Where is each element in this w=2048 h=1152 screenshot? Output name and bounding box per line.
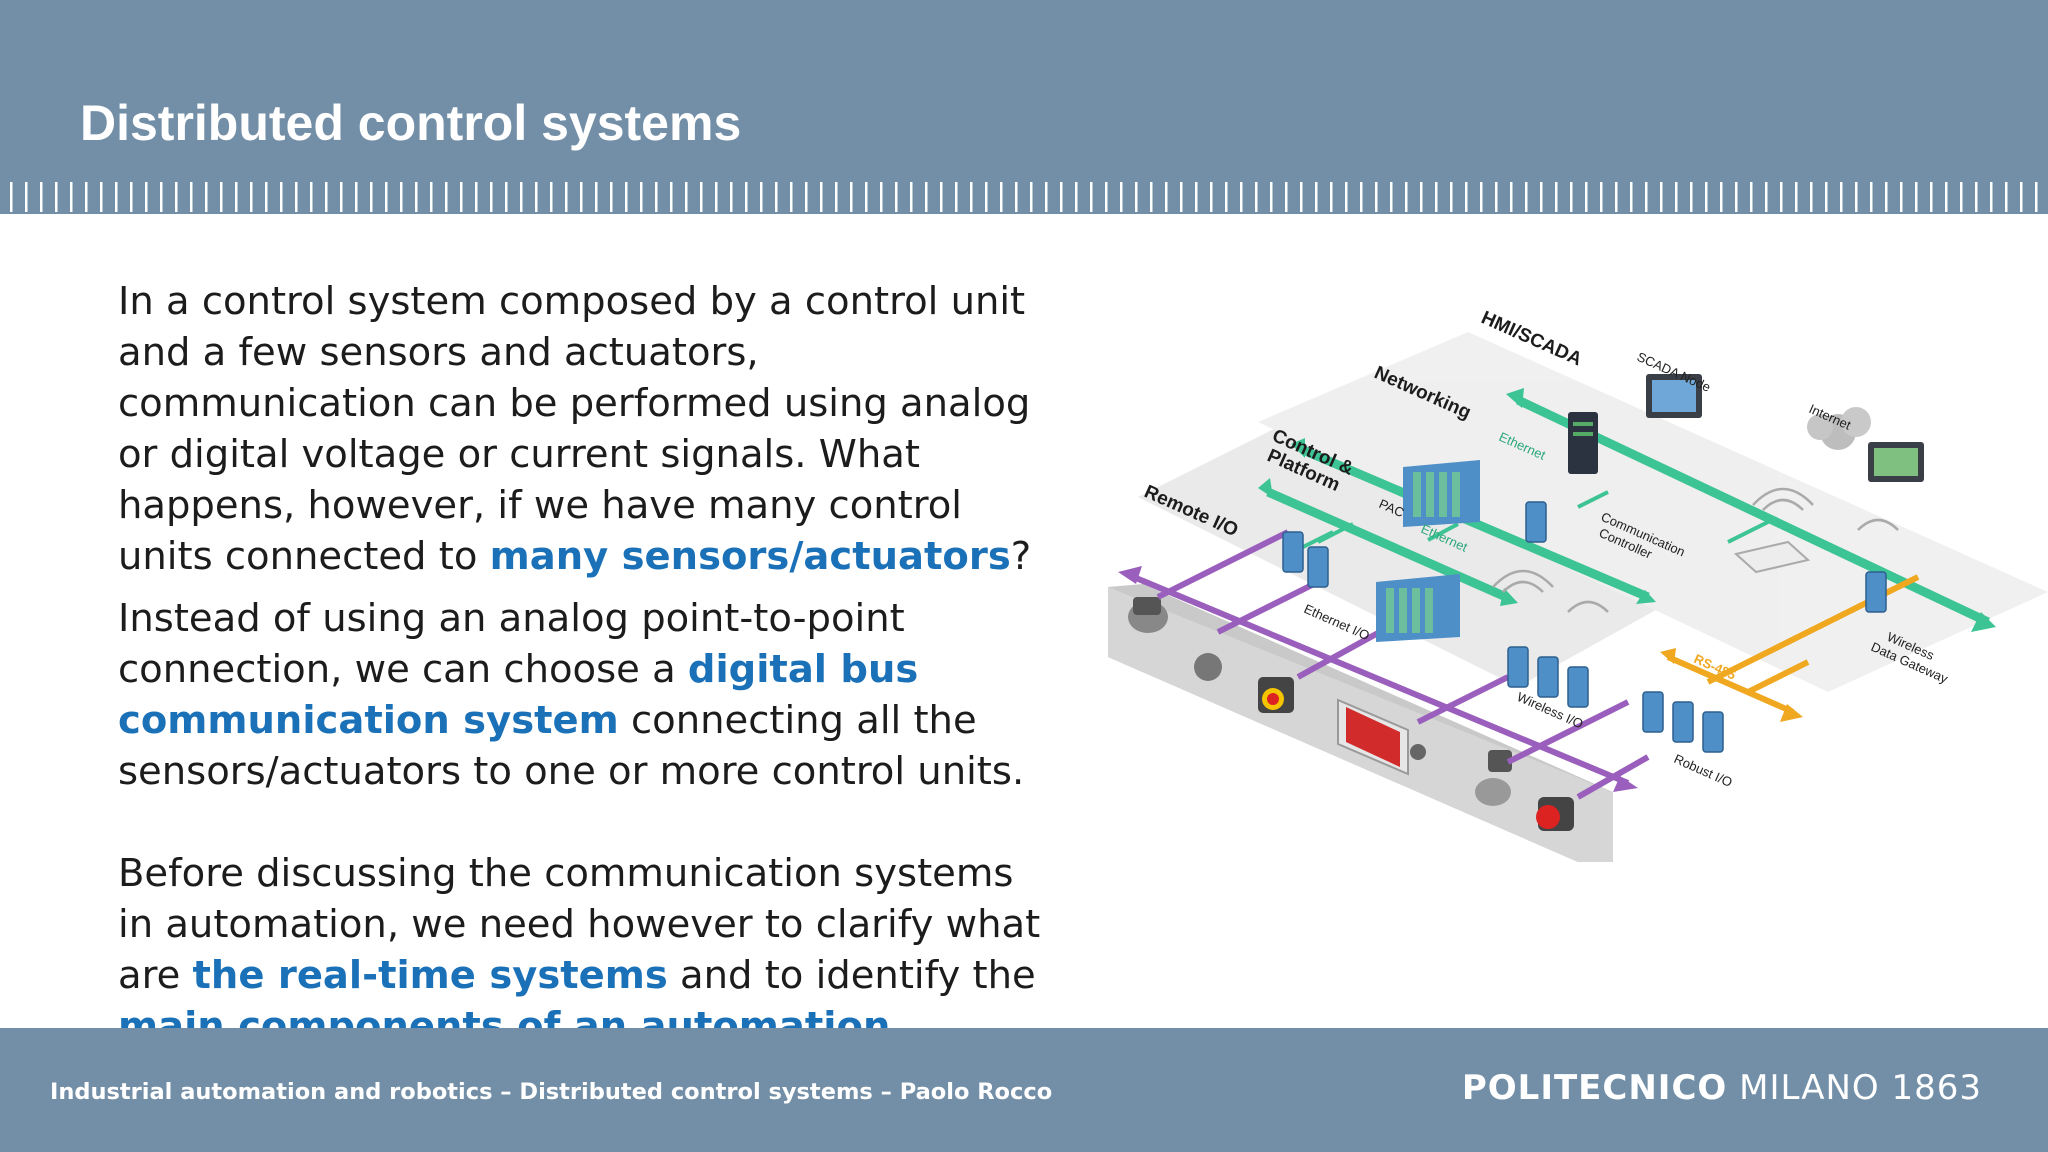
paragraph-real-time: Before discussing the communication syst… (118, 848, 1058, 1103)
slide-title: Distributed control systems (80, 95, 742, 151)
label-robust-io: Robust I/O (1672, 751, 1735, 790)
logo-rest-part: MILANO 1863 (1727, 1068, 1982, 1108)
paragraph-digital-bus: Instead of using an analog point-to-poin… (118, 593, 1058, 797)
paragraph-text: connecting all the sensors/actuators to … (118, 698, 1025, 794)
paragraph-control-communication: In a control system composed by a contro… (118, 276, 1058, 582)
paragraph-text: Before discussing the communication syst… (118, 851, 1041, 998)
paragraph-text: ? (1010, 534, 1032, 579)
paragraph-text: In a control system composed by a contro… (118, 279, 1031, 579)
fieldbus-purple (1118, 529, 1650, 800)
slide-header: Distributed control systems (0, 0, 2048, 214)
highlight-real-time-systems: the real-time systems (192, 953, 668, 998)
slide-body: In a control system composed by a contro… (118, 276, 1058, 1103)
field-devices (1128, 597, 1574, 831)
logo-bold-part: POLITECNICO (1461, 1068, 1728, 1108)
paragraph-text: Instead of using an analog point-to-poin… (118, 596, 905, 692)
network-architecture-diagram: HMI/SCADA Networking Control & Platform … (1108, 307, 2048, 862)
io-modules (1282, 501, 1887, 753)
paragraph-text: and to identify the (667, 953, 1036, 998)
diagram-planes (1138, 332, 2048, 692)
slide-footer (0, 1028, 2048, 1152)
politecnico-logo: POLITECNICO MILANO 1863 (1462, 1068, 1982, 1108)
highlight-digital-bus: digital bus communication system (118, 647, 919, 743)
pac-racks (1376, 460, 1480, 642)
wireless-arcs (1492, 487, 1899, 613)
footer-course-line: Industrial automation and robotics – Dis… (50, 1079, 1053, 1105)
highlight-sensors-actuators: many sensors/actuators (489, 534, 1011, 579)
header-tick-ruler (0, 182, 2048, 212)
network-devices (1568, 374, 1924, 574)
